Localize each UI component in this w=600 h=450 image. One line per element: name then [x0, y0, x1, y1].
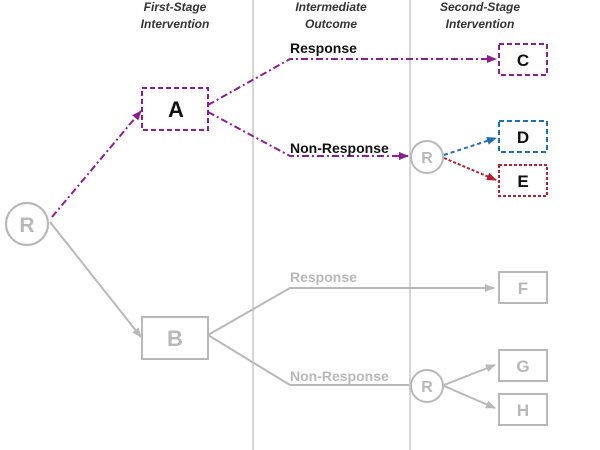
edge-a-non-response [207, 111, 409, 160]
node-a-box [141, 87, 209, 131]
randomize-top-label: R [421, 150, 433, 167]
randomize-root-circle [4, 201, 50, 247]
node-h-label: H [517, 401, 529, 420]
node-c-box [498, 43, 548, 76]
edge-top-r-to-d [443, 136, 497, 156]
header-first-stage-line2: Intervention [141, 17, 210, 31]
randomize-bottom-label: R [421, 379, 433, 396]
node-d-box [498, 120, 548, 153]
randomize-root-label: R [19, 214, 34, 237]
edge-b-response [207, 284, 495, 336]
edge-a-response [207, 55, 497, 106]
node-b-label: B [167, 326, 183, 351]
label-a-response: Response [290, 40, 357, 56]
header-second-stage-line2: Intervention [446, 17, 515, 31]
node-e-label: E [517, 172, 528, 191]
header-first-stage-line1: First-Stage [144, 0, 207, 14]
node-g-box [498, 349, 548, 382]
node-e-box [498, 164, 548, 197]
node-h-box [498, 393, 548, 426]
label-a-non-response: Non-Response [290, 140, 389, 156]
edge-root-to-b [49, 221, 142, 338]
randomize-bottom-circle [410, 369, 444, 403]
label-b-non-response: Non-Response [290, 368, 389, 384]
node-c-label: C [517, 51, 529, 70]
node-a-label: A [168, 97, 184, 122]
header-second-stage-line1: Second-Stage [440, 0, 520, 14]
randomize-top-circle [410, 140, 444, 174]
edge-b-non-response [207, 334, 409, 386]
header-intermediate-line1: Intermediate [295, 0, 367, 14]
edge-bottom-r-to-g [443, 364, 496, 386]
node-d-label: D [517, 128, 529, 147]
edge-root-to-a [51, 110, 142, 218]
node-f-label: F [518, 279, 528, 298]
node-g-label: G [516, 357, 529, 376]
header-intermediate-line2: Outcome [305, 17, 357, 31]
edge-bottom-r-to-h [443, 385, 496, 409]
node-f-box [498, 271, 548, 304]
node-b-box [141, 316, 209, 360]
edge-top-r-to-e [443, 157, 497, 181]
label-b-response: Response [290, 269, 357, 285]
